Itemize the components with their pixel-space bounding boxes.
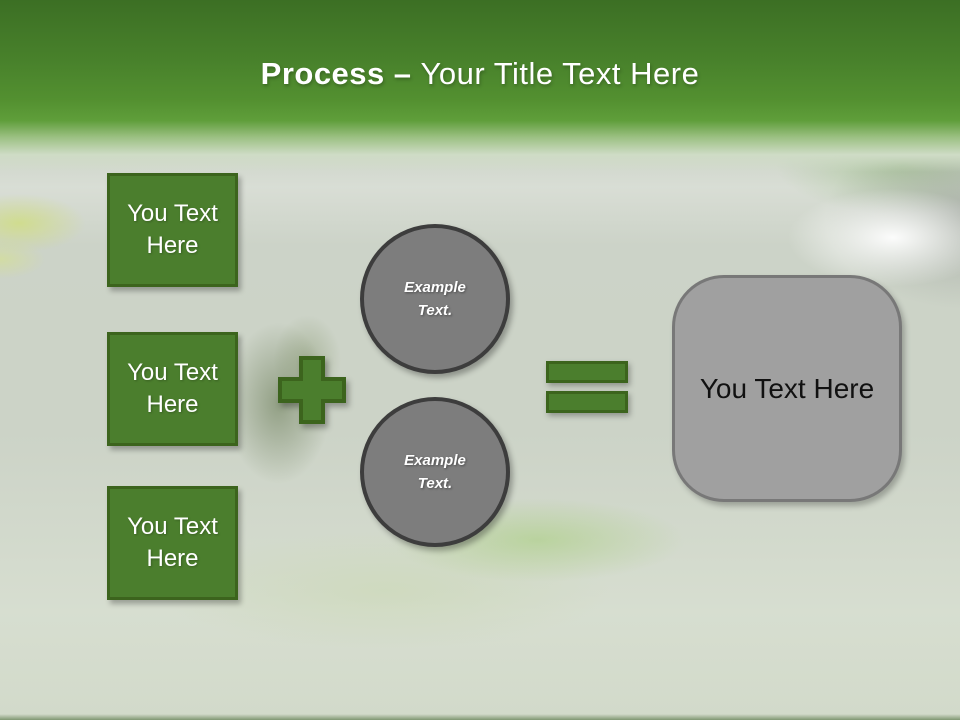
example-circle-2: Example Text.	[360, 397, 510, 547]
plus-icon	[276, 354, 348, 426]
title-banner: Process–Your Title Text Here	[0, 0, 960, 172]
slide-title-dash: –	[393, 56, 412, 91]
slide-title-subtitle: Your Title Text Here	[420, 56, 700, 91]
slide-title-keyword: Process	[260, 56, 385, 91]
slide-title: Process–Your Title Text Here	[0, 56, 960, 92]
result-box: You Text Here	[672, 275, 902, 502]
bottom-edge-strip	[0, 714, 960, 720]
equals-icon	[546, 361, 630, 413]
process-box-1-label: You Text Here	[127, 200, 218, 259]
process-box-3: You Text Here	[107, 486, 238, 600]
result-box-label: You Text Here	[699, 372, 875, 404]
process-box-2: You Text Here	[107, 332, 238, 446]
equals-top-bar	[546, 361, 628, 383]
equals-bottom-bar	[546, 391, 628, 413]
example-circle-1: Example Text.	[360, 224, 510, 374]
example-circle-1-label: Example Text.	[404, 278, 466, 319]
process-box-2-label: You Text Here	[127, 359, 218, 418]
example-circle-2-label: Example Text.	[404, 451, 466, 492]
process-box-1: You Text Here	[107, 173, 238, 287]
process-box-3-label: You Text Here	[127, 513, 218, 572]
